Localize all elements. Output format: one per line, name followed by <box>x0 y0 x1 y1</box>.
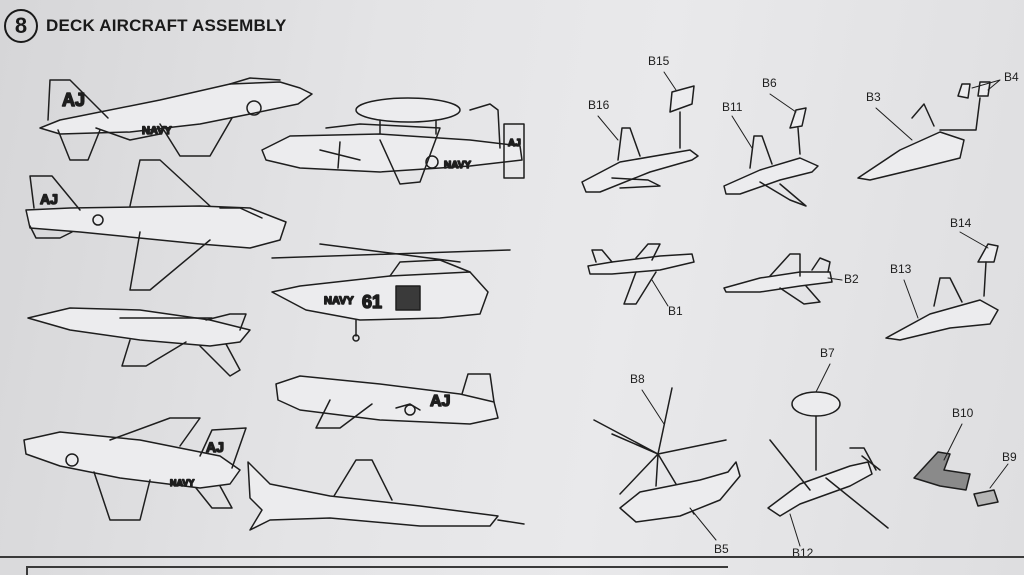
tomcat-bottom-drawing <box>247 459 525 531</box>
prowler-tail-code: AJ <box>430 393 450 410</box>
label-b10: B10 <box>952 406 974 420</box>
step-title: DECK AIRCRAFT ASSEMBLY <box>46 16 287 35</box>
tomcat-drawing <box>27 307 251 377</box>
label-b5: B5 <box>714 542 729 556</box>
hawkeye-tail-code: AJ <box>508 138 521 149</box>
intruder-drawing <box>25 159 287 291</box>
step-header: 8 DECK AIRCRAFT ASSEMBLY <box>4 6 287 46</box>
helicopter-navy-text: NAVY <box>324 295 354 307</box>
label-b1: B1 <box>668 304 683 318</box>
footer-divider <box>0 556 1024 558</box>
intruder-tail-code: AJ <box>40 191 58 207</box>
seaking-drawing <box>271 243 511 342</box>
label-b15: B15 <box>648 54 670 68</box>
label-b4: B4 <box>1004 70 1019 84</box>
corsair-tail-code: AJ <box>206 439 224 455</box>
part-b16-drawing <box>581 85 699 193</box>
corsair-drawing <box>23 417 247 521</box>
label-b16: B16 <box>588 98 610 112</box>
hawkeye-navy-text: NAVY <box>444 160 471 171</box>
label-b11: B11 <box>722 100 743 114</box>
prowler-drawing <box>275 373 499 429</box>
label-b6: B6 <box>762 76 777 90</box>
part-b1-drawing <box>587 243 695 305</box>
phantom-drawing <box>39 77 313 161</box>
step-number-badge: 8 <box>4 9 38 43</box>
label-b3: B3 <box>866 90 881 104</box>
label-b8: B8 <box>630 372 645 386</box>
part-b12-drawing <box>767 391 889 529</box>
label-b7: B7 <box>820 346 835 360</box>
part-b11-drawing <box>723 107 819 207</box>
part-b2-drawing <box>723 253 833 305</box>
corsair-navy-text: NAVY <box>170 478 194 488</box>
label-b14: B14 <box>950 216 972 230</box>
label-b9: B9 <box>1002 450 1017 464</box>
next-step-box <box>26 566 728 575</box>
part-b5-drawing <box>593 387 741 523</box>
helicopter-number: 61 <box>362 292 382 312</box>
leader-lines <box>597 71 1009 547</box>
phantom-navy-text: NAVY <box>142 125 172 137</box>
part-b3-drawing <box>857 81 991 181</box>
hawkeye-drawing <box>261 97 525 185</box>
label-b2: B2 <box>844 272 859 286</box>
part-b10-drawing <box>913 451 999 507</box>
label-b13: B13 <box>890 262 912 276</box>
phantom-tail-code: AJ <box>62 90 85 110</box>
part-b13-drawing <box>885 243 999 341</box>
